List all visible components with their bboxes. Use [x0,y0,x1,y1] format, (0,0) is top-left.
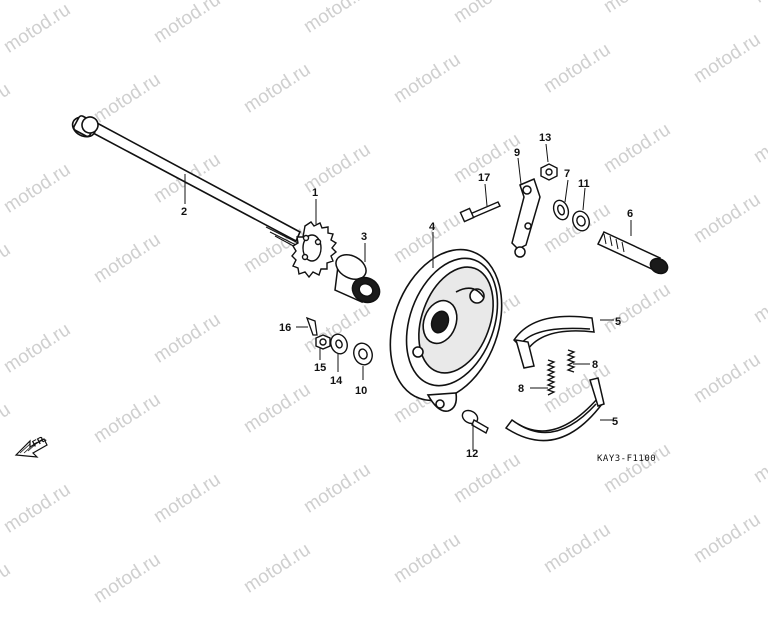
callout-16: 16 [279,322,291,334]
callout-9: 9 [514,147,520,159]
callout-17: 17 [478,172,490,184]
front-arrow-icon [14,438,48,458]
parts-diagram: 1 2 3 4 5 5 6 7 8 8 9 10 11 12 13 14 15 … [14,115,669,460]
callout-14: 14 [330,375,343,387]
bolt-12 [461,409,489,435]
washer-7 [552,199,570,221]
callout-7: 7 [564,168,570,180]
pin-16 [305,316,318,336]
callout-10: 10 [355,385,367,397]
callout-15: 15 [314,362,326,374]
callout-11: 11 [578,178,590,190]
rear-axle [71,115,303,250]
nut-13 [540,163,558,181]
callout-6: 6 [627,208,633,220]
washer-10 [353,342,373,366]
callout-8-left: 8 [518,383,524,395]
callout-1: 1 [312,187,318,199]
callout-3: 3 [361,231,367,243]
callout-8-right: 8 [592,359,598,371]
collar [334,253,381,304]
brake-panel [389,248,503,412]
washer-14 [330,333,348,355]
brake-shoe-upper [513,315,595,369]
callout-4: 4 [429,221,436,233]
washer-11 [572,210,590,232]
brake-shoe-springs [546,349,576,396]
diagram-reference-code: KAY3-F1100 [597,454,657,464]
brake-cam [596,231,669,275]
callout-5-lower: 5 [612,416,618,428]
callout-13: 13 [539,132,551,144]
nut-15 [315,334,331,350]
leader-lines [184,143,632,450]
callout-5-upper: 5 [615,316,621,328]
bolt-17 [459,201,501,223]
brake-shoe-lower [504,377,605,442]
sprocket [291,221,338,279]
callout-2: 2 [181,206,187,218]
brake-arm [511,177,541,258]
callout-12: 12 [466,448,478,460]
callout-labels: 1 2 3 4 5 5 6 7 8 8 9 10 11 12 13 14 15 … [181,132,633,460]
